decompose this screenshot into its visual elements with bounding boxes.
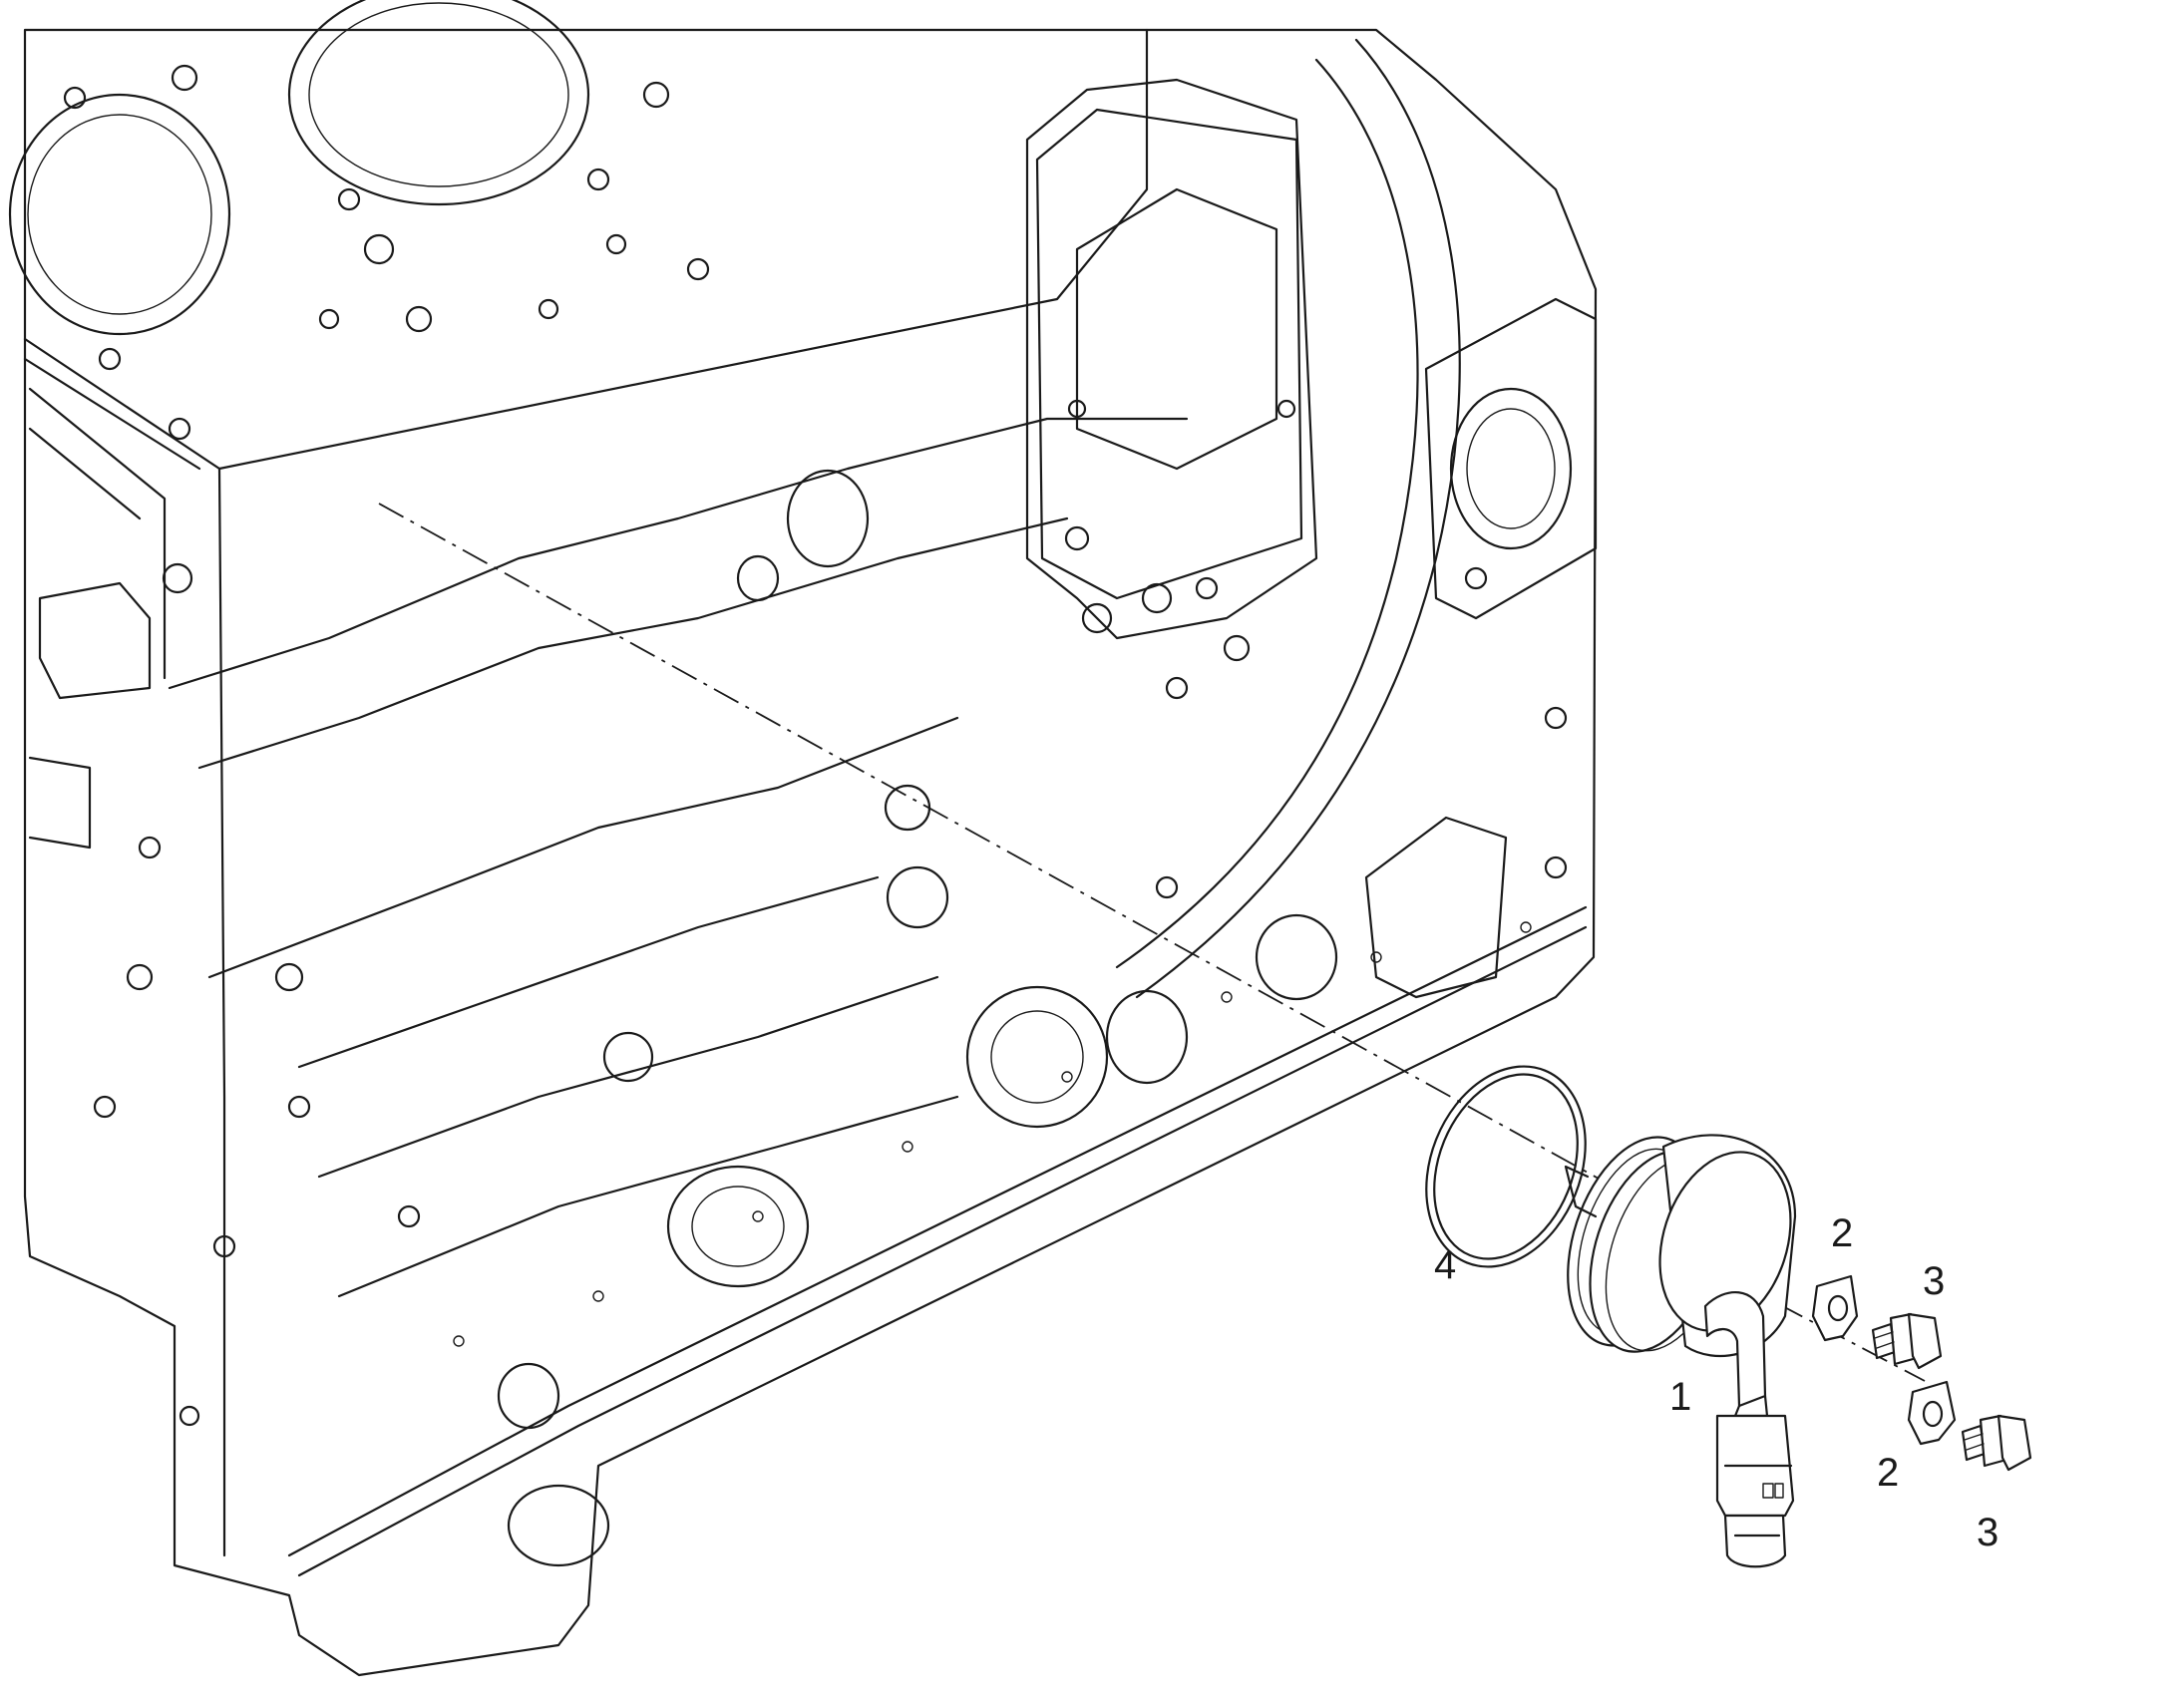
main-axis-line (378, 503, 1776, 1277)
oil-filter-cooler-assembly (1564, 1134, 1797, 1568)
mounting-tab-upper (1811, 1274, 1859, 1342)
engine-block (8, 0, 1598, 1677)
callout-2-upper: 2 (1831, 1211, 1853, 1255)
callout-labels: 4 1 2 3 2 3 (1434, 1211, 1998, 1554)
callout-1: 1 (1669, 1375, 1691, 1419)
mounting-tab-lower (1907, 1380, 1957, 1446)
callout-3-upper: 3 (1923, 1259, 1945, 1303)
o-ring-seal (1425, 1065, 1587, 1268)
callout-3-lower: 3 (1977, 1511, 1998, 1554)
callout-4: 4 (1434, 1243, 1456, 1287)
flange-bolt-lower (1961, 1414, 2032, 1472)
callout-2-lower: 2 (1877, 1451, 1899, 1495)
flange-bolt-upper (1871, 1312, 1943, 1370)
